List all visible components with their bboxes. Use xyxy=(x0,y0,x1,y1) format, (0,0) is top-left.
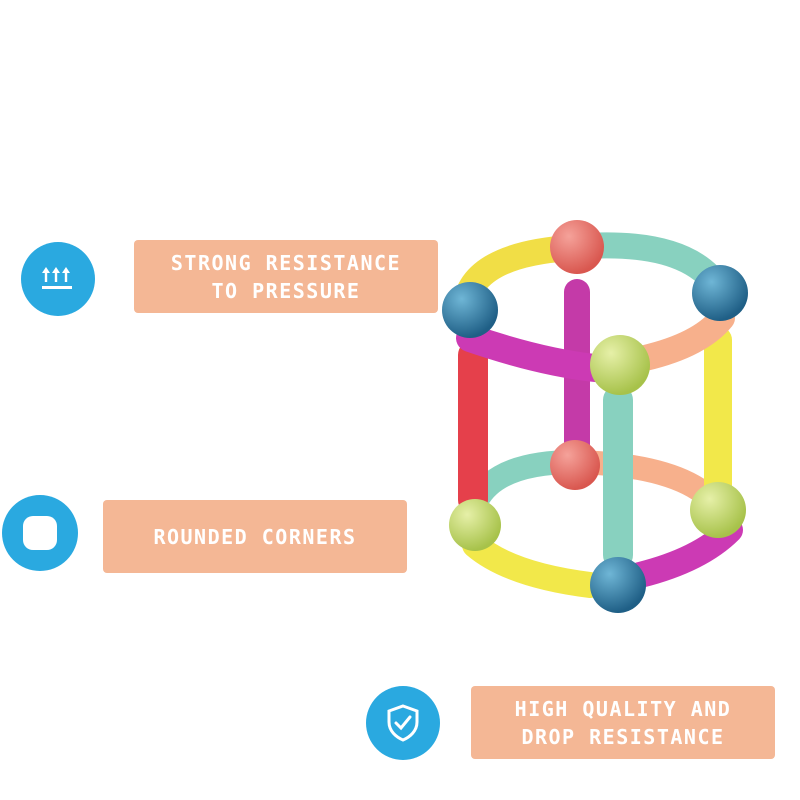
quality-icon-badge xyxy=(366,686,440,760)
shield-check-icon xyxy=(387,704,419,742)
feature-label-pressure: STRONG RESISTANCE TO PRESSURE xyxy=(134,240,438,313)
magnetic-sticks-toy-image xyxy=(442,220,748,613)
feature-label-rounded-corners: ROUNDED CORNERS xyxy=(103,500,407,573)
pressure-arrows-icon xyxy=(42,267,72,289)
feature-label-quality: HIGH QUALITY AND DROP RESISTANCE xyxy=(471,686,775,759)
rounded-corners-icon-badge xyxy=(2,495,78,571)
pressure-icon-badge xyxy=(21,242,95,316)
rounded-square-icon xyxy=(23,516,57,550)
